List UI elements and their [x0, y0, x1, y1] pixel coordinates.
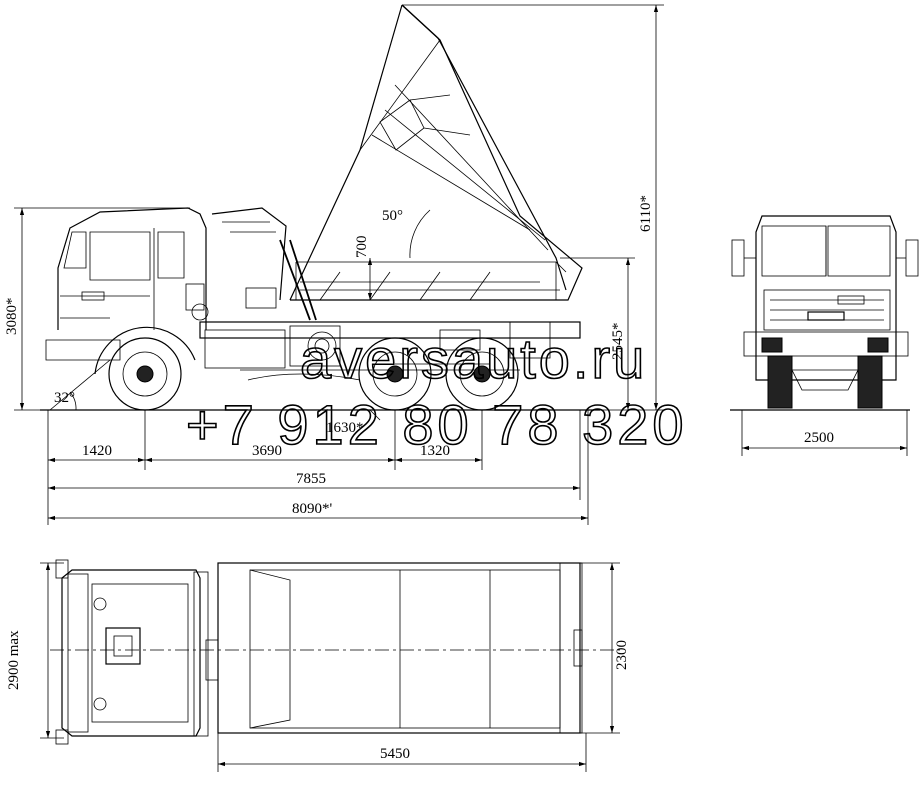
front-overhang-label: 1420: [82, 443, 112, 459]
side-view-dimensions: [14, 4, 664, 525]
width-max-label: 2900 max: [6, 630, 22, 690]
top-view-cab: [55, 559, 219, 745]
watermark-site-text: aversauto.ru: [300, 327, 647, 390]
track-width-label: 2500: [804, 430, 834, 446]
body-length-label: 5450: [380, 746, 410, 762]
wheelbase-label: 3690: [252, 443, 282, 459]
watermark-phone-text: +7 912 80 78 320: [186, 393, 688, 456]
top-view: 2900 max 2300 5450: [6, 559, 630, 772]
tip-angle-label: 50°: [382, 208, 403, 224]
front-wheel: [94, 326, 196, 411]
front-view: 2500: [730, 215, 919, 456]
tip-angle-arc: [409, 209, 431, 259]
top-view-body: [50, 562, 620, 734]
tipped-height-label: 6110*: [638, 195, 654, 232]
top-view-dimensions: [40, 562, 620, 772]
watermark: aversauto.ru +7 912 80 78 320: [185, 326, 688, 457]
frame-height-label: 2545*: [610, 323, 626, 361]
side-board-label: 700: [354, 236, 370, 259]
body-width-label: 2300: [614, 640, 630, 670]
approach-angle-line: [49, 359, 111, 411]
side-view-chassis: [199, 287, 581, 381]
overall-length-label: 7855: [296, 471, 326, 487]
side-view: 3080* 6110* 50° 700 2545* 32° 1420 3690 …: [4, 4, 664, 525]
rear-axle-spacing-label: 1320: [420, 443, 450, 459]
side-view-tipped-body: [211, 4, 583, 321]
middle-dimension-label: 1630*: [326, 420, 364, 436]
side-view-cab: [45, 207, 209, 361]
overall-length-max-label: 8090*': [292, 501, 333, 517]
approach-angle-label: 32°: [54, 390, 75, 406]
height-label: 3080*: [4, 298, 20, 336]
